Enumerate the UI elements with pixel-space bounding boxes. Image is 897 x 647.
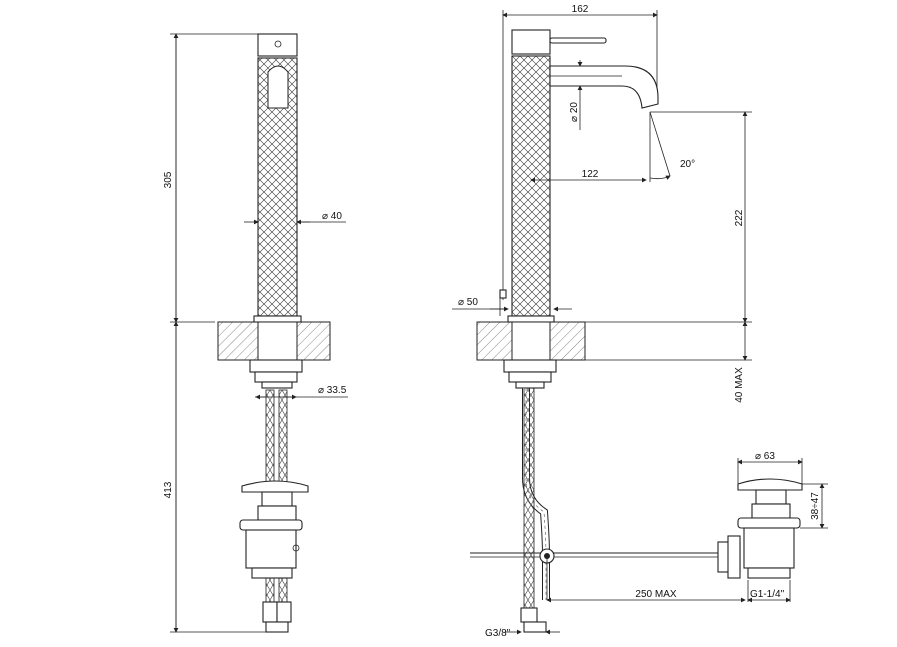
side-lever-head <box>511 29 551 55</box>
front-hose-right <box>278 389 288 483</box>
side-waste-cap <box>737 478 803 491</box>
front-lever-indicator <box>274 40 282 48</box>
side-spout-reach-label: 122 <box>582 169 599 180</box>
front-hose-left <box>265 389 275 483</box>
side-hose-braided <box>523 387 535 609</box>
side-lever-handle <box>549 37 607 44</box>
side-total-width-label: 162 <box>572 4 589 15</box>
side-counter-max-label: 40 MAX <box>734 367 745 403</box>
side-waste-height-label: 38÷47 <box>810 492 821 520</box>
front-waste-cap <box>241 480 309 493</box>
side-spout-diameter-label: ⌀ 20 <box>569 102 580 122</box>
side-view: 162 ⌀ 20 20° 122 222 ⌀ 50 <box>452 4 828 639</box>
side-spout-angle-label: 20° <box>680 159 695 170</box>
front-body-diameter-label: ⌀ 40 <box>322 211 342 222</box>
front-height-lower-label: 413 <box>163 481 174 498</box>
side-knurled-body <box>511 55 551 317</box>
side-spout <box>549 65 659 109</box>
front-view: 305 413 ⌀ 40 ⌀ 33.5 <box>163 33 348 633</box>
front-height-upper-label: 305 <box>163 171 174 188</box>
side-waste-diameter-label: ⌀ 63 <box>755 451 775 462</box>
front-lever <box>257 33 298 57</box>
side-supply-thread-label: G3/8" <box>485 628 511 639</box>
front-shank-diameter-label: ⌀ 33.5 <box>318 385 347 396</box>
side-waste-thread-label: G1-1/4" <box>750 589 785 600</box>
side-base-diameter-label: ⌀ 50 <box>458 297 478 308</box>
front-spout-outlet <box>267 65 289 109</box>
side-spout-height-label: 222 <box>734 209 745 226</box>
side-rod-length-label: 250 MAX <box>635 589 676 600</box>
